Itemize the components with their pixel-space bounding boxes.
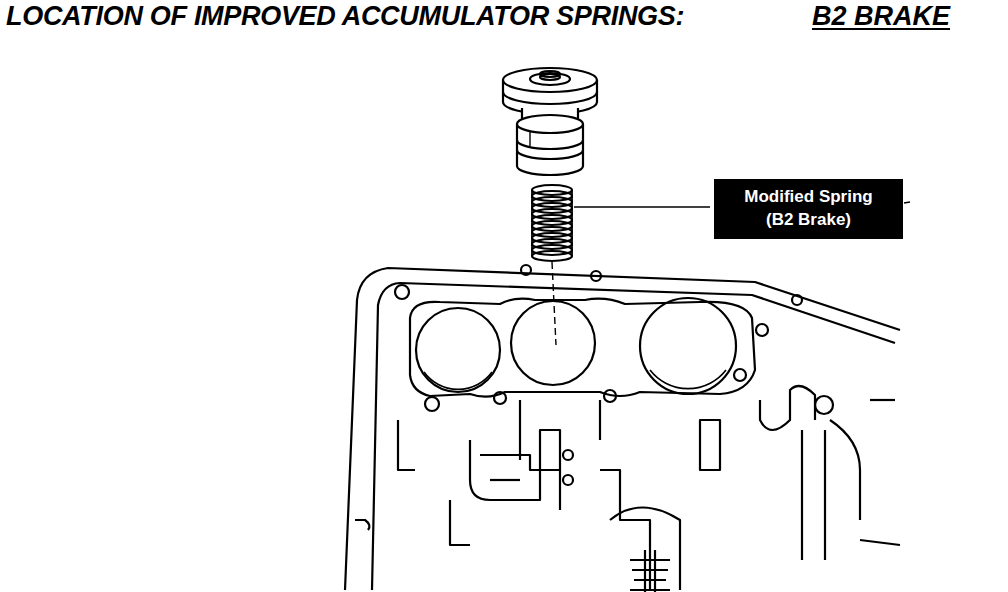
transmission-case-part (424, 372, 492, 389)
transmission-case-part (398, 420, 415, 470)
transmission-case-part (395, 285, 409, 299)
transmission-case-part (480, 455, 560, 470)
transmission-case-part (600, 470, 650, 590)
leader-line-part (904, 202, 910, 203)
accumulator-piston-part (517, 115, 583, 133)
transmission-case-part (599, 400, 601, 440)
transmission-case-part (792, 295, 802, 305)
modified-spring (532, 185, 572, 261)
transmission-case-part (490, 479, 520, 481)
transmission-case-part (511, 301, 595, 385)
accumulator-piston (503, 68, 597, 175)
accumulator-piston-part (503, 92, 597, 104)
modified-spring-part (532, 190, 572, 256)
accumulator-piston-part (529, 131, 530, 146)
transmission-case-part (345, 268, 900, 590)
transmission-case-part (815, 396, 833, 414)
transmission-case-part (760, 386, 815, 430)
transmission-case-part (450, 500, 470, 545)
modified-spring-part (532, 251, 572, 261)
transmission-case-part (563, 475, 573, 485)
transmission-case-part (700, 420, 720, 470)
transmission-case-part (630, 560, 670, 590)
transmission-case-part (802, 430, 825, 560)
accumulator-piston-part (503, 68, 597, 92)
transmission-case-part (355, 520, 369, 530)
transmission-case-part (410, 299, 755, 397)
diagram-title: LOCATION OF IMPROVED ACCUMULATOR SPRINGS… (6, 1, 684, 32)
transmission-case (345, 265, 900, 592)
transmission-case-part (519, 400, 521, 460)
leader-line-part (574, 206, 710, 208)
transmission-case-part (521, 265, 531, 275)
accumulator-piston-part (540, 71, 560, 77)
accumulator-piston-part (530, 73, 570, 85)
accumulator-piston-part (517, 140, 583, 149)
transmission-case-part (372, 283, 895, 590)
transmission-case-part (734, 369, 746, 381)
transmission-case-part (591, 271, 601, 281)
transmission-case-part (470, 430, 560, 510)
callout-label: Modified Spring (B2 Brake) (732, 186, 885, 232)
accumulator-piston-part (517, 150, 583, 159)
transmission-case-part (870, 399, 895, 401)
transmission-case-part (645, 550, 655, 592)
transmission-case-part (416, 308, 500, 392)
transmission-case-part (563, 450, 573, 460)
transmission-case-part (640, 298, 736, 394)
subtitle-label: B2 BRAKE (812, 1, 950, 32)
transmission-case-part (425, 397, 439, 411)
transmission-case-part (604, 390, 616, 402)
callout-box: Modified Spring (B2 Brake) (714, 179, 903, 239)
transmission-case-part (830, 420, 860, 520)
transmission-case-part (756, 324, 768, 336)
transmission-case-part (650, 370, 726, 389)
transmission-case-part (860, 540, 900, 545)
transmission-case-part (494, 392, 506, 404)
